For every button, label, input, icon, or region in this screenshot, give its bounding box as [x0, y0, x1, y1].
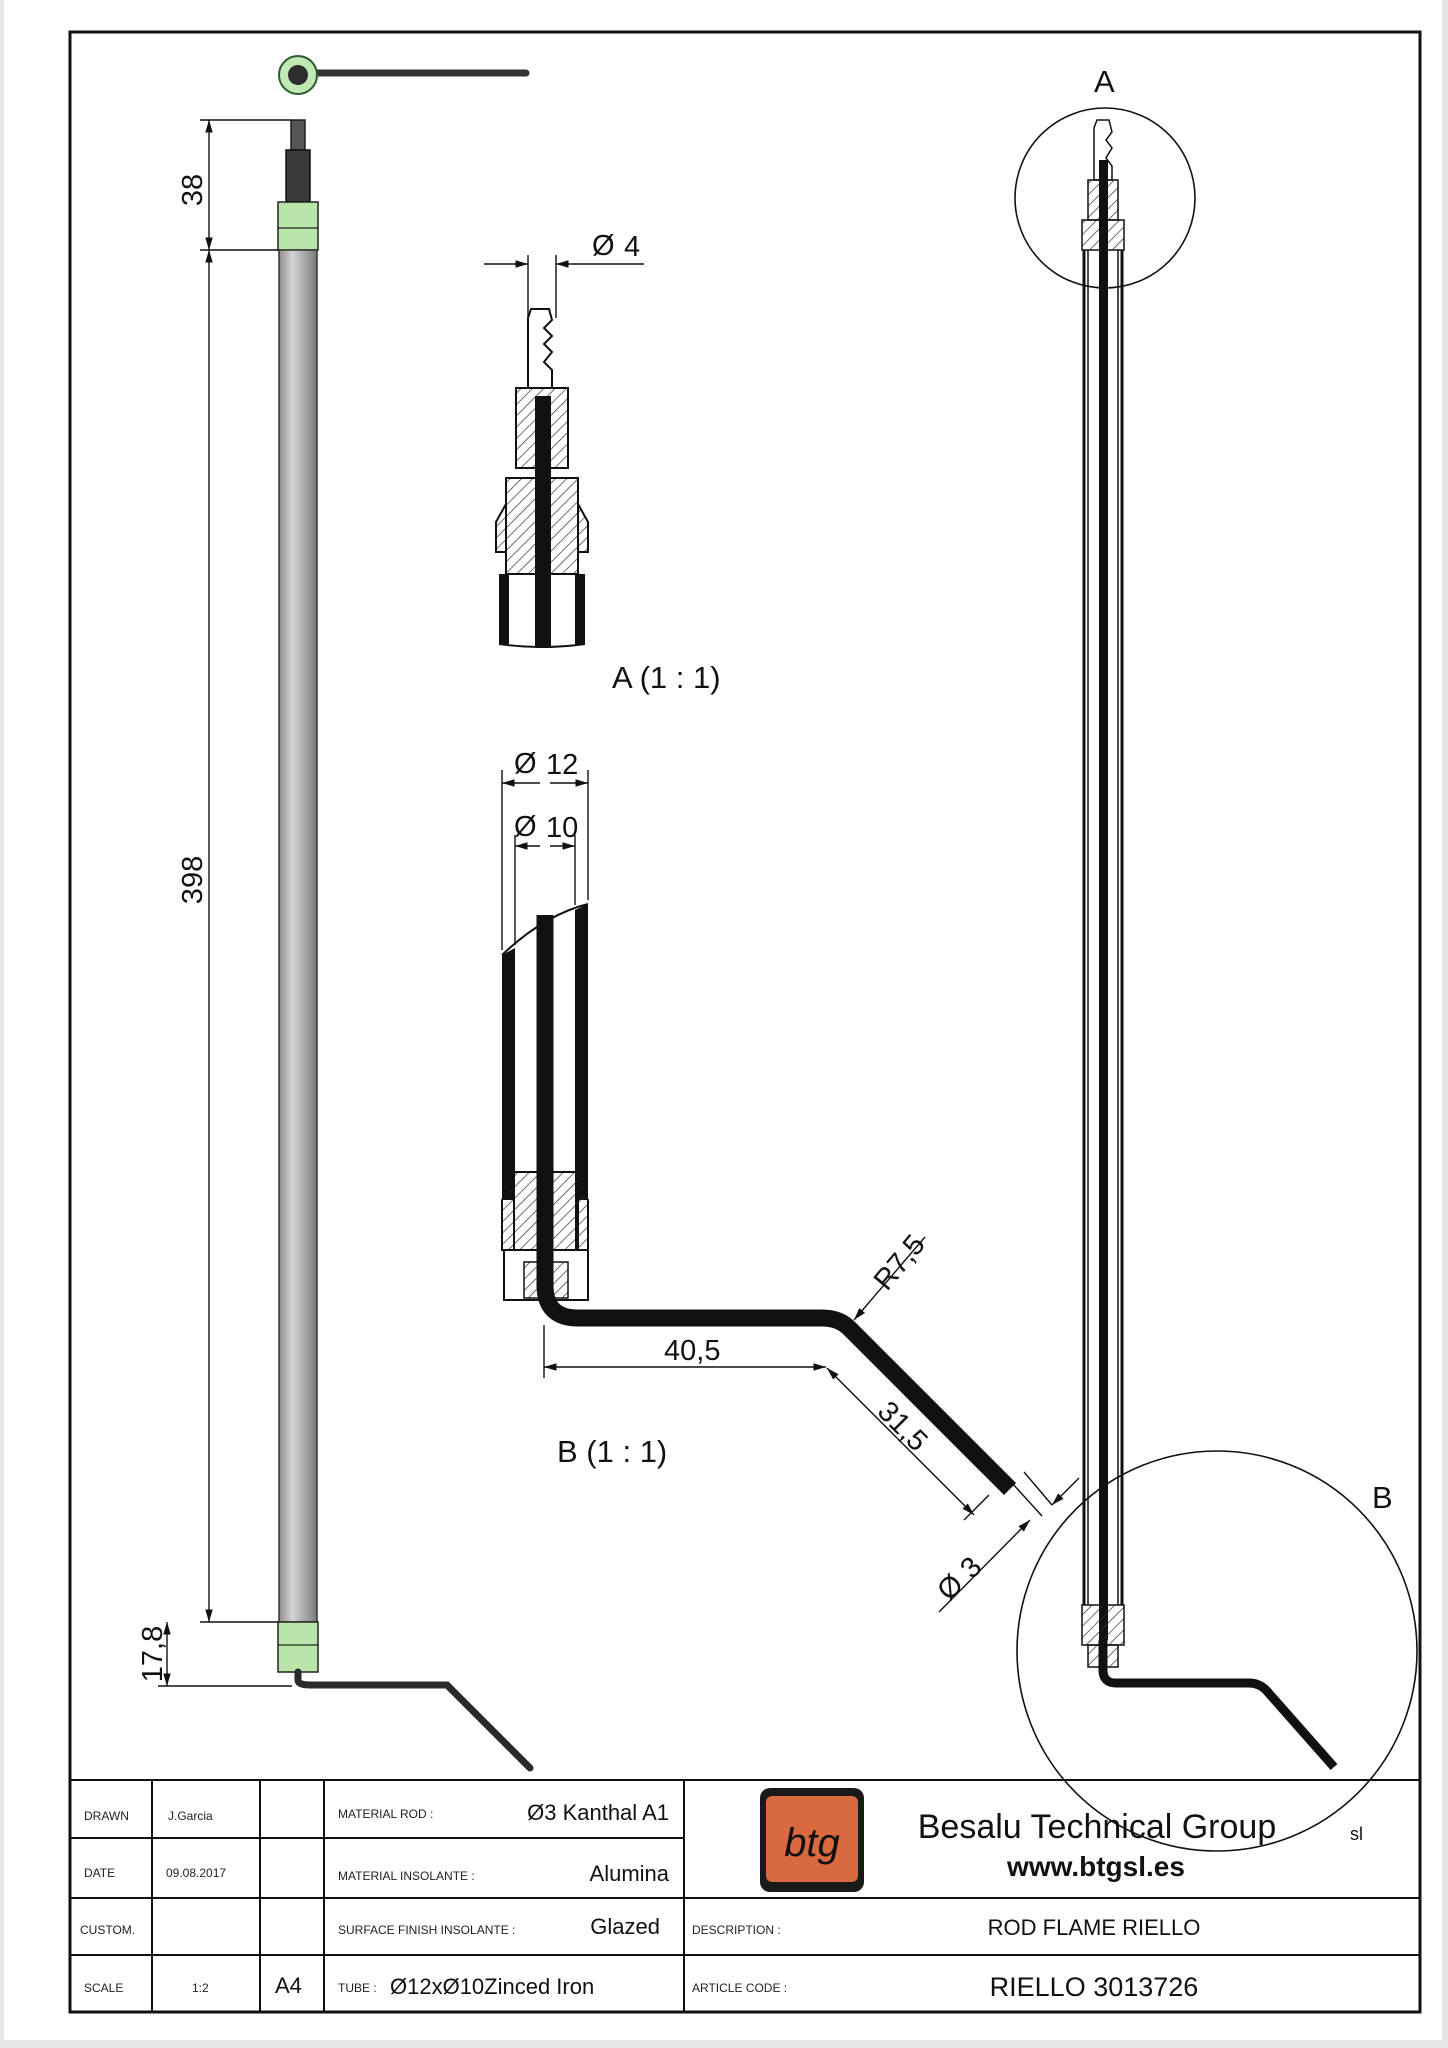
dim-d4-symbol: Ø: [592, 230, 615, 262]
dim-d12-symbol: Ø: [514, 748, 537, 780]
connector-pin: [290, 119, 306, 151]
dim-d10: 10: [546, 812, 578, 844]
ring-terminal-hole: [288, 65, 308, 85]
drawing-frame: [68, 30, 1422, 2014]
bent-rod: [294, 1668, 534, 1772]
drawing-sheet: 38 398 17,8 Ø 4 A (1 : 1): [4, 0, 1442, 2040]
detail-b-view: [501, 770, 1080, 1613]
detail-a-marker: A: [1094, 64, 1115, 99]
date-label: DATE: [84, 1866, 115, 1880]
company-logo-text: btg: [784, 1821, 840, 1865]
material-insolante-value: Alumina: [590, 1861, 670, 1886]
material-rod-value: Ø3 Kanthal A1: [527, 1800, 669, 1825]
detail-b-title: B (1 : 1): [557, 1434, 667, 1469]
company-suffix: sl: [1350, 1824, 1363, 1844]
left-dimensions: [158, 119, 292, 1687]
material-insolante-label: MATERIAL INSOLANTE :: [338, 1869, 475, 1883]
description-label: DESCRIPTION :: [692, 1923, 781, 1937]
detail-b-marker: B: [1372, 1480, 1393, 1515]
custom-label: CUSTOM.: [80, 1923, 135, 1937]
tube-value: Ø12xØ10Zinced Iron: [390, 1974, 594, 1999]
dim-r7-5: R7,5: [868, 1229, 932, 1297]
company-name: Besalu Technical Group: [918, 1808, 1276, 1846]
drawn-label: DRAWN: [84, 1809, 129, 1823]
surface-finish-value: Glazed: [590, 1914, 660, 1939]
rendered-part-view: [277, 55, 534, 1772]
article-code-value: RIELLO 3013726: [990, 1972, 1199, 2002]
title-block: [70, 1779, 1420, 2012]
detail-b-circle: [1016, 1450, 1418, 1852]
detail-a-circle: [1014, 107, 1196, 289]
tube-label: TUBE :: [338, 1981, 377, 1995]
scale-value: 1:2: [192, 1981, 209, 1995]
dim-398: 398: [177, 856, 209, 904]
surface-finish-label: SURFACE FINISH INSOLANTE :: [338, 1923, 515, 1937]
top-fitting: [277, 201, 319, 251]
dim-38: 38: [177, 174, 209, 206]
dim-d3-symbol: Ø: [931, 1568, 970, 1607]
dim-40-5: 40,5: [664, 1335, 720, 1367]
sheet-size: A4: [275, 1973, 302, 1998]
section-view: [1014, 107, 1418, 1852]
detail-a-title: A (1 : 1): [612, 660, 721, 695]
article-code-label: ARTICLE CODE :: [692, 1981, 787, 1995]
company-logo: btg: [760, 1788, 864, 1892]
company-url: www.btgsl.es: [1006, 1851, 1185, 1882]
dim-d12: 12: [546, 749, 578, 781]
bottom-fitting: [277, 1621, 319, 1673]
scale-label: SCALE: [84, 1981, 123, 1995]
technical-drawing: 38 398 17,8 Ø 4 A (1 : 1): [68, 30, 1422, 2014]
dim-17-8: 17,8: [137, 1626, 169, 1682]
insulator-tube: [278, 249, 318, 1623]
date-value: 09.08.2017: [166, 1866, 226, 1880]
dim-d4: 4: [624, 231, 640, 263]
dim-d10-symbol: Ø: [514, 811, 537, 843]
material-rod-label: MATERIAL ROD :: [338, 1807, 433, 1821]
detail-a-view: [484, 255, 644, 648]
connector-body: [285, 149, 311, 203]
drawn-value: J.Garcia: [168, 1809, 213, 1823]
description-value: ROD FLAME RIELLO: [988, 1915, 1201, 1940]
